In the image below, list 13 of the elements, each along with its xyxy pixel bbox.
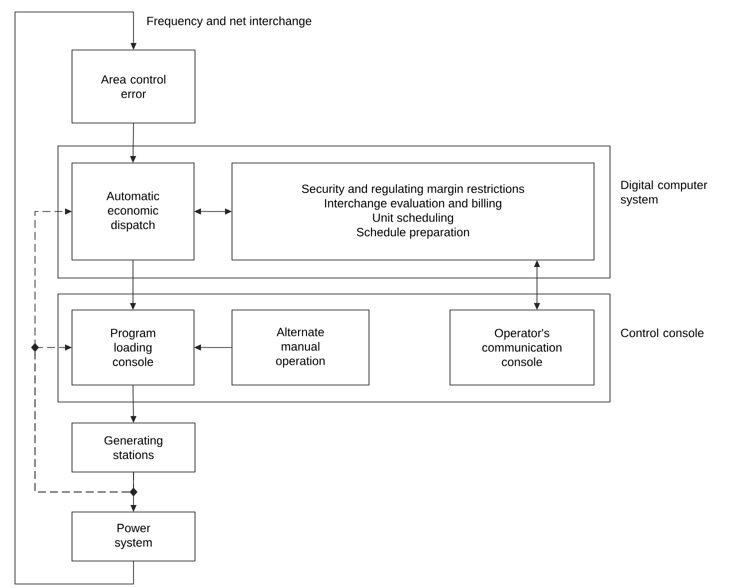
process-box: Security and regulating margin restrictions Interchange evaluation and billing Unit scheduling Schedule preparation [232,162,594,260]
group-label: Digital computer system [620,180,708,206]
arrow [34,344,134,492]
process-box: Area control error [72,50,196,124]
process-box: Automatic economic dispatch [72,162,194,260]
process-box: Operator's communication console [450,310,594,386]
process-box: Power system [72,512,196,562]
process-box: Generating stations [72,422,196,472]
arrow [14,12,137,584]
process-box: Alternate manual operation [232,310,370,386]
process-box: Program loading console [72,310,194,386]
group-label: Control console [621,328,704,338]
edge-label: Frequency and net interchange [145,15,313,29]
